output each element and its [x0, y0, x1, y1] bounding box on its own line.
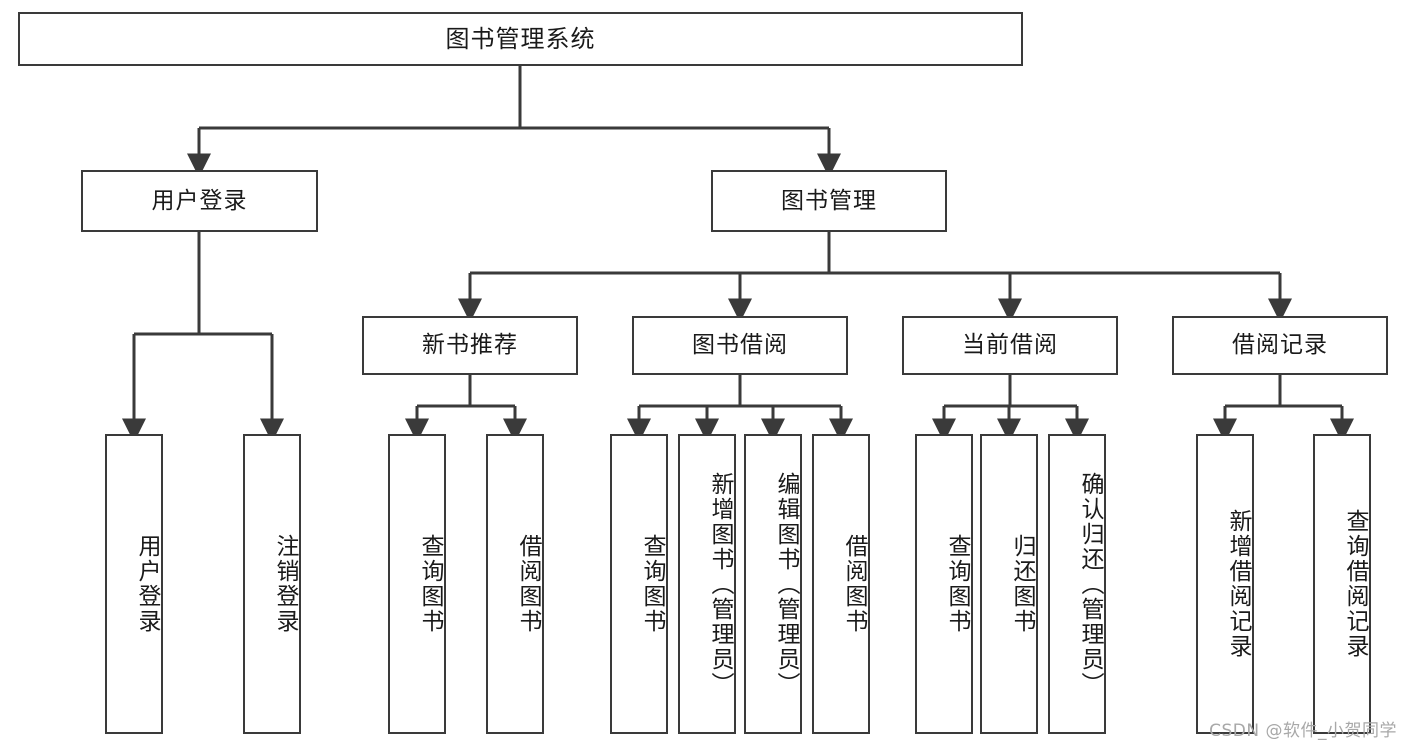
node-root-system[interactable]: 图书管理系统 [18, 12, 1023, 66]
node-leaf-query-borrow-record[interactable]: 查询借阅记录 [1313, 434, 1371, 734]
node-leaf-user-login[interactable]: 用户登录 [105, 434, 163, 734]
watermark-text: CSDN @软件_小贺同学 [1209, 721, 1397, 741]
node-leaf-query-book-1[interactable]: 查询图书 [388, 434, 446, 734]
node-borrow-record[interactable]: 借阅记录 [1172, 316, 1388, 375]
node-leaf-edit-book-admin[interactable]: 编辑图书（管理员） [744, 434, 802, 734]
node-leaf-query-book-3[interactable]: 查询图书 [915, 434, 973, 734]
node-leaf-add-borrow-record[interactable]: 新增借阅记录 [1196, 434, 1254, 734]
node-leaf-return-book[interactable]: 归还图书 [980, 434, 1038, 734]
node-user-login[interactable]: 用户登录 [81, 170, 318, 232]
node-leaf-confirm-return-admin[interactable]: 确认归还（管理员） [1048, 434, 1106, 734]
node-leaf-query-book-2[interactable]: 查询图书 [610, 434, 668, 734]
node-leaf-add-book-admin[interactable]: 新增图书（管理员） [678, 434, 736, 734]
node-book-borrow[interactable]: 图书借阅 [632, 316, 848, 375]
node-leaf-borrow-book-2[interactable]: 借阅图书 [812, 434, 870, 734]
node-leaf-borrow-book-1[interactable]: 借阅图书 [486, 434, 544, 734]
node-new-book-recommend[interactable]: 新书推荐 [362, 316, 578, 375]
node-book-management[interactable]: 图书管理 [711, 170, 947, 232]
node-leaf-logout-login[interactable]: 注销登录 [243, 434, 301, 734]
node-current-borrow[interactable]: 当前借阅 [902, 316, 1118, 375]
